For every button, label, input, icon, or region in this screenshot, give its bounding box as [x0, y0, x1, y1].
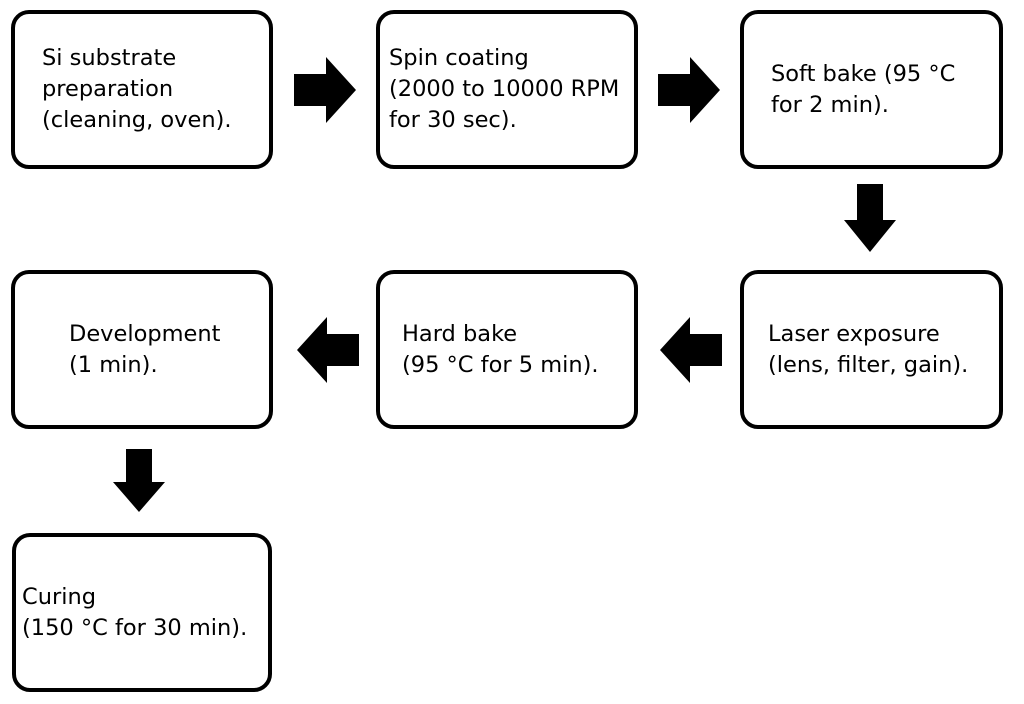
process-node-laser-exposure[interactable]: Laser exposure (lens, filter, gain). [740, 270, 1003, 429]
arrow-right-spin-coating-to-soft-bake [658, 57, 720, 123]
process-node-development[interactable]: Development (1 min). [11, 270, 273, 429]
arrow-down-development-to-curing [113, 449, 165, 512]
process-node-label: Spin coating (2000 to 10000 RPM for 30 s… [389, 45, 620, 133]
process-node-label: Development (1 min). [69, 320, 221, 378]
process-node-spin-coating[interactable]: Spin coating (2000 to 10000 RPM for 30 s… [376, 10, 638, 169]
arrow-right-si-substrate-to-spin-coating [294, 57, 356, 123]
arrow-left-laser-exposure-to-hard-bake [660, 317, 722, 383]
arrow-down-soft-bake-to-laser-exposure [844, 184, 896, 252]
process-node-hard-bake[interactable]: Hard bake (95 °C for 5 min). [376, 270, 638, 429]
process-node-curing[interactable]: Curing (150 °C for 30 min). [12, 533, 272, 692]
arrow-left-hard-bake-to-development [297, 317, 359, 383]
process-node-label: Curing (150 °C for 30 min). [22, 583, 248, 641]
process-node-label: Si substrate preparation (cleaning, oven… [42, 45, 232, 133]
process-node-label: Laser exposure (lens, filter, gain). [768, 320, 969, 378]
process-node-si-substrate[interactable]: Si substrate preparation (cleaning, oven… [11, 10, 273, 169]
process-node-label: Hard bake (95 °C for 5 min). [402, 320, 599, 378]
process-node-label: Soft bake (95 °C for 2 min). [771, 60, 956, 118]
process-node-soft-bake[interactable]: Soft bake (95 °C for 2 min). [740, 10, 1003, 169]
